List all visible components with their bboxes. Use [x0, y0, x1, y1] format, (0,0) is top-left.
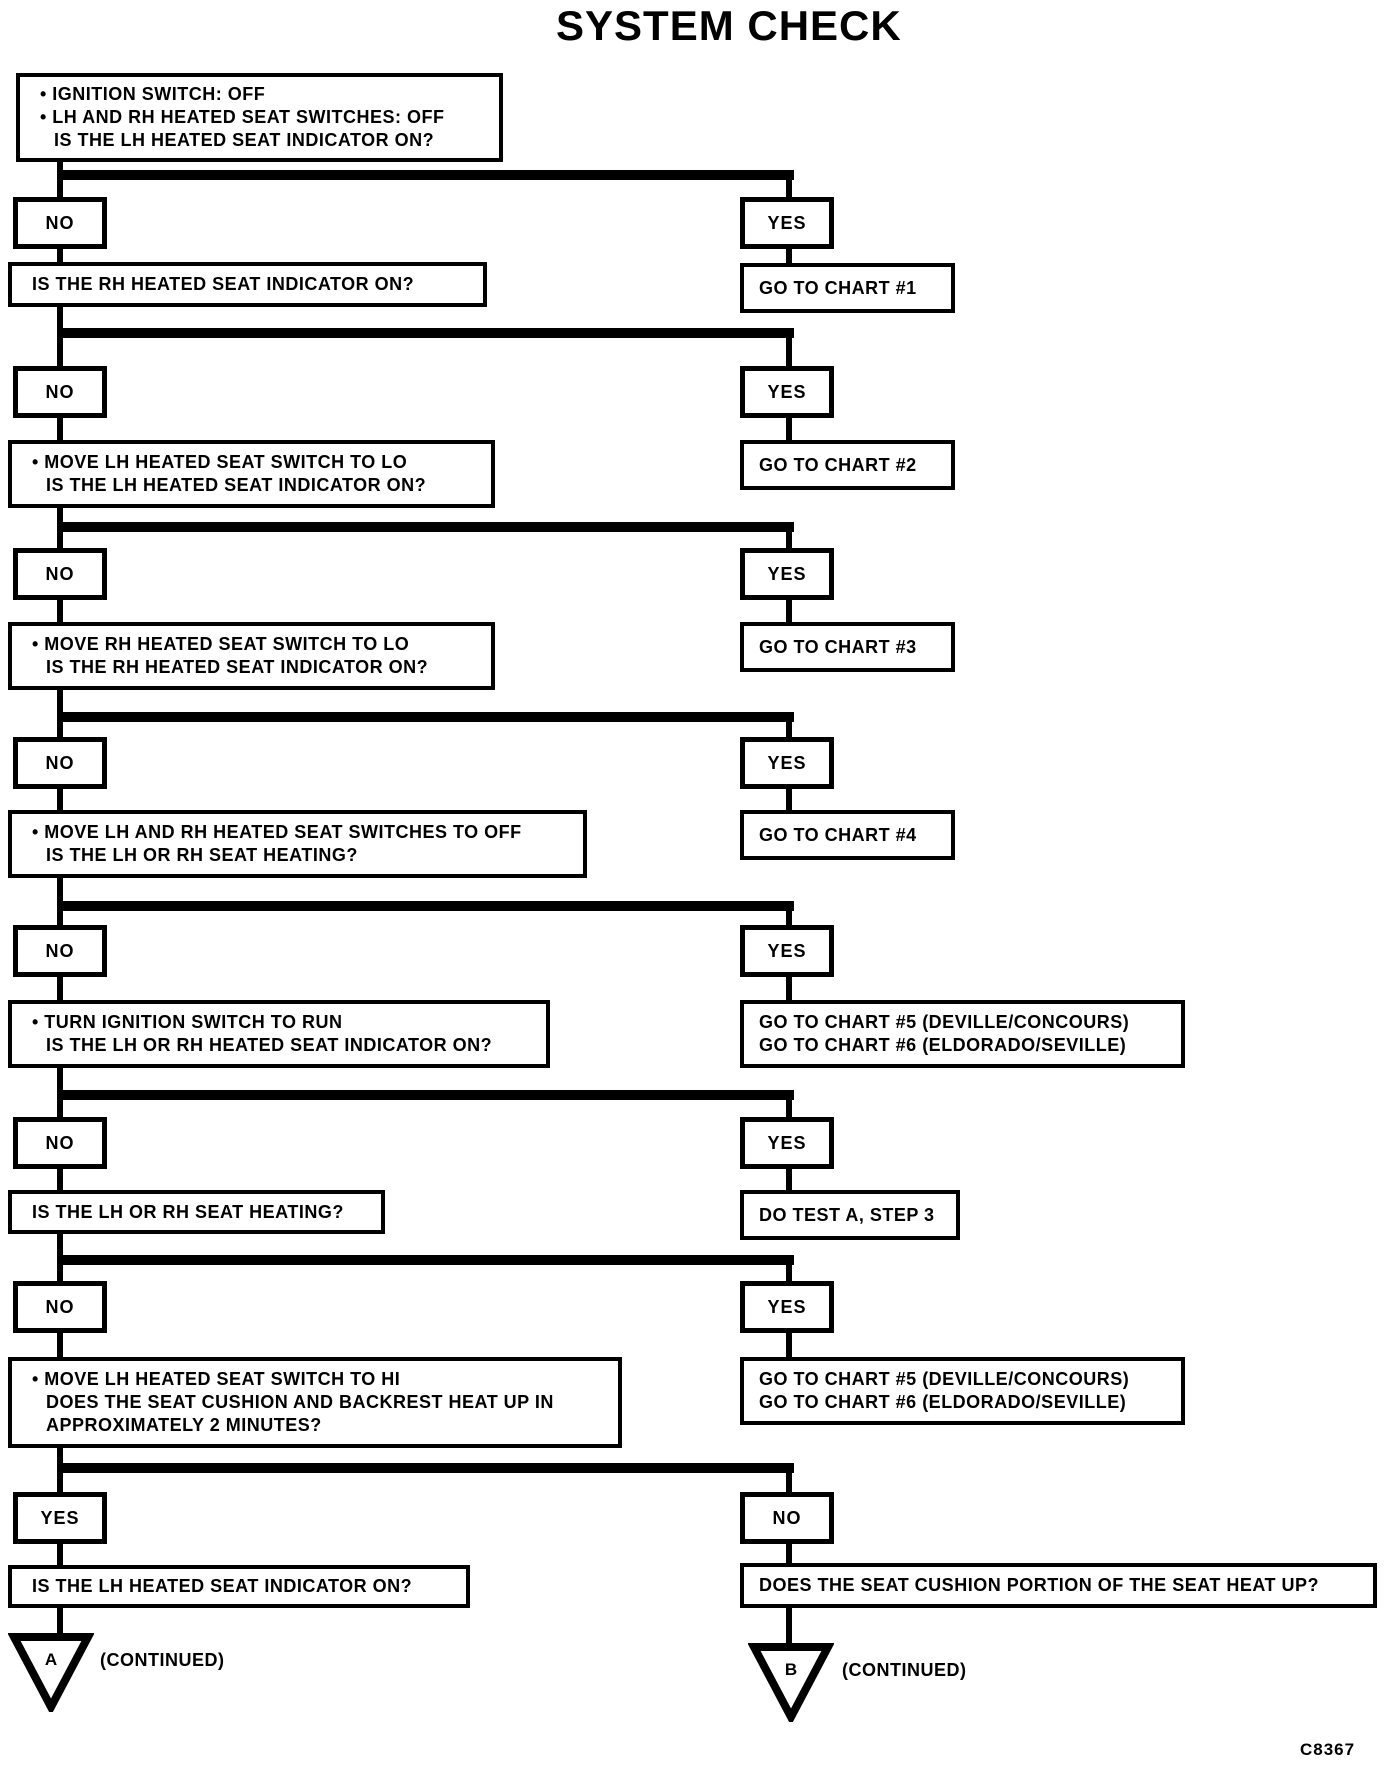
action-line: GO TO CHART #5 (DEVILLE/CONCOURS) — [759, 1012, 1130, 1032]
figure-code: C8367 — [1300, 1740, 1356, 1759]
start-line: • IGNITION SWITCH: OFF — [40, 84, 266, 104]
action-box-5: GO TO CHART #5 (DEVILLE/CONCOURS) GO TO … — [740, 1000, 1185, 1068]
branch-no-6: NO — [13, 1117, 107, 1169]
right-connector — [786, 1333, 792, 1357]
branch-bar-6 — [57, 1090, 794, 1100]
question-box-1: IS THE RH HEATED SEAT INDICATOR ON? — [8, 262, 487, 307]
branch-no-2: NO — [13, 366, 107, 418]
question-line: IS THE LH OR RH HEATED SEAT INDICATOR ON… — [46, 1035, 493, 1055]
branch-no-8: NO — [740, 1492, 834, 1544]
right-connector — [786, 328, 792, 367]
question-line: • MOVE RH HEATED SEAT SWITCH TO LO — [32, 634, 410, 654]
start-line: IS THE LH HEATED SEAT INDICATOR ON? — [54, 130, 435, 150]
action-box-1: GO TO CHART #1 — [740, 263, 955, 313]
continuation-connector-a-icon: A — [8, 1633, 94, 1712]
branch-bar-7 — [57, 1255, 794, 1265]
right-connector — [786, 418, 792, 440]
branch-bar-5 — [57, 901, 794, 911]
branch-bar-3 — [57, 522, 794, 532]
right-connector — [786, 249, 792, 263]
action-line: GO TO CHART #4 — [759, 824, 917, 845]
branch-yes-7: YES — [740, 1281, 834, 1333]
branch-yes-3: YES — [740, 548, 834, 600]
branch-yes-8: YES — [13, 1492, 107, 1544]
question-line: IS THE RH HEATED SEAT INDICATOR ON? — [32, 274, 415, 294]
right-connector — [786, 789, 792, 810]
continuation-note-a: (CONTINUED) — [100, 1650, 225, 1670]
action-line: GO TO CHART #6 (ELDORADO/SEVILLE) — [759, 1392, 1127, 1412]
question-line: DOES THE SEAT CUSHION AND BACKREST HEAT … — [46, 1392, 554, 1412]
triangle-b-shape — [748, 1643, 834, 1722]
question-line: • MOVE LH HEATED SEAT SWITCH TO LO — [32, 452, 408, 472]
action-line: GO TO CHART #6 (ELDORADO/SEVILLE) — [759, 1035, 1127, 1055]
question-line: • MOVE LH AND RH HEATED SEAT SWITCHES TO… — [32, 822, 522, 842]
question-line: IS THE LH OR RH SEAT HEATING? — [32, 1201, 344, 1222]
action-line: GO TO CHART #5 (DEVILLE/CONCOURS) — [759, 1369, 1130, 1389]
branch-no-1: NO — [13, 197, 107, 249]
action-line: DO TEST A, STEP 3 — [759, 1204, 935, 1225]
question-box-8: IS THE LH HEATED SEAT INDICATOR ON? — [8, 1565, 470, 1608]
question-box-6: IS THE LH OR RH SEAT HEATING? — [8, 1190, 385, 1234]
right-connector — [786, 1090, 792, 1118]
question-line: IS THE LH OR RH SEAT HEATING? — [46, 845, 358, 865]
question-box-2: • MOVE LH HEATED SEAT SWITCH TO LO IS TH… — [8, 440, 495, 508]
action-box-4: GO TO CHART #4 — [740, 810, 955, 860]
branch-no-5: NO — [13, 925, 107, 977]
question-box-7: • MOVE LH HEATED SEAT SWITCH TO HI DOES … — [8, 1357, 622, 1448]
question-line: • MOVE LH HEATED SEAT SWITCH TO HI — [32, 1369, 401, 1389]
connector-a-letter: A — [45, 1650, 57, 1669]
branch-no-3: NO — [13, 548, 107, 600]
branch-bar-2 — [57, 328, 794, 338]
branch-no-7: NO — [13, 1281, 107, 1333]
triangle-a-shape — [8, 1633, 94, 1712]
right-connector — [786, 600, 792, 622]
start-condition-box: • IGNITION SWITCH: OFF • LH AND RH HEATE… — [16, 73, 503, 162]
action-box-6: DO TEST A, STEP 3 — [740, 1190, 960, 1240]
branch-bar-8 — [57, 1463, 794, 1473]
right-connector — [786, 1255, 792, 1282]
question-line: • TURN IGNITION SWITCH TO RUN — [32, 1012, 343, 1032]
action-box-7: GO TO CHART #5 (DEVILLE/CONCOURS) GO TO … — [740, 1357, 1185, 1425]
branch-bar-1 — [57, 170, 794, 180]
action-line: GO TO CHART #1 — [759, 277, 917, 298]
question-line: IS THE LH HEATED SEAT INDICATOR ON? — [46, 475, 427, 495]
action-box-3: GO TO CHART #3 — [740, 622, 955, 672]
right-connector — [786, 712, 792, 738]
right-connector — [786, 522, 792, 549]
right-connector — [786, 1169, 792, 1190]
branch-no-4: NO — [13, 737, 107, 789]
question-line: APPROXIMATELY 2 MINUTES? — [46, 1415, 322, 1435]
connector-b-letter: B — [785, 1660, 797, 1679]
question-box-4: • MOVE LH AND RH HEATED SEAT SWITCHES TO… — [8, 810, 587, 878]
action-line: GO TO CHART #3 — [759, 636, 917, 657]
action-box-2: GO TO CHART #2 — [740, 440, 955, 490]
right-connector — [786, 170, 792, 198]
right-connector — [786, 977, 792, 1000]
branch-yes-6: YES — [740, 1117, 834, 1169]
action-line: DOES THE SEAT CUSHION PORTION OF THE SEA… — [759, 1575, 1320, 1595]
branch-bar-4 — [57, 712, 794, 722]
continuation-connector-b-icon: B — [748, 1643, 834, 1722]
action-box-8: DOES THE SEAT CUSHION PORTION OF THE SEA… — [740, 1563, 1377, 1608]
question-box-3: • MOVE RH HEATED SEAT SWITCH TO LO IS TH… — [8, 622, 495, 690]
question-line: IS THE RH HEATED SEAT INDICATOR ON? — [46, 657, 429, 677]
start-line: • LH AND RH HEATED SEAT SWITCHES: OFF — [40, 107, 445, 127]
question-box-5: • TURN IGNITION SWITCH TO RUN IS THE LH … — [8, 1000, 550, 1068]
right-connector — [786, 1608, 792, 1650]
action-line: GO TO CHART #2 — [759, 454, 917, 475]
branch-yes-1: YES — [740, 197, 834, 249]
right-connector — [786, 1544, 792, 1563]
continuation-note-b: (CONTINUED) — [842, 1660, 967, 1680]
branch-yes-5: YES — [740, 925, 834, 977]
question-line: IS THE LH HEATED SEAT INDICATOR ON? — [32, 1576, 413, 1596]
right-connector — [786, 901, 792, 926]
branch-yes-4: YES — [740, 737, 834, 789]
page-title: SYSTEM CHECK — [556, 2, 902, 49]
branch-yes-2: YES — [740, 366, 834, 418]
right-connector — [786, 1463, 792, 1493]
